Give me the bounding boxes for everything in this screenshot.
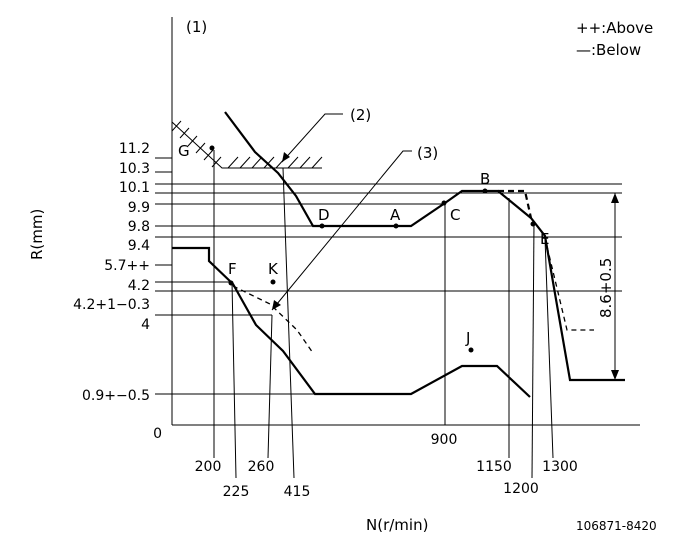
stopper-hatch: [171, 120, 323, 169]
x-label-1300: 1300: [542, 459, 578, 475]
legend-below: —:Below: [576, 41, 641, 59]
lower-dashed-curve: [232, 285, 314, 354]
vertical-reference-lines: [213, 150, 554, 479]
y-label-4-2-tolerance: 4.2+1−0.3: [73, 297, 150, 313]
y-label-10-3: 10.3: [119, 161, 150, 177]
y-label-5-7: 5.7++: [104, 258, 150, 274]
reference-number: 106871-8420: [576, 519, 657, 533]
x-axis-title: N(r/min): [366, 516, 428, 534]
point-label-b: B: [480, 170, 490, 188]
point-label-k: K: [268, 260, 279, 278]
marker-2: (2): [350, 106, 371, 124]
x-label-1200: 1200: [503, 481, 539, 497]
axes: [171, 17, 640, 426]
y-label-9-8: 9.8: [128, 219, 150, 235]
point-label-f: F: [228, 260, 237, 278]
marker-1: (1): [186, 18, 207, 36]
curves: [172, 111, 625, 398]
upper-dashed-curve: [498, 189, 533, 219]
legend-above: ++:Above: [576, 19, 653, 37]
y-label-9-9: 9.9: [128, 200, 150, 216]
y-label-9-4: 9.4: [128, 238, 150, 254]
marker-3: (3): [417, 144, 438, 162]
x-axis-labels: 200 225 260 415 900 1150 1200 1300: [195, 432, 578, 500]
point-label-j: J: [465, 329, 470, 347]
x-label-900: 900: [431, 432, 458, 448]
point-label-d: D: [318, 206, 330, 224]
y-label-4-2: 4.2: [128, 278, 150, 294]
y-label-11-2: 11.2: [119, 141, 150, 157]
point-label-e: E: [540, 230, 549, 248]
point-dots: [209, 145, 536, 353]
dimension-indicator: 8.6+0.5: [597, 193, 619, 380]
x-label-260: 260: [248, 459, 275, 475]
y-axis-labels: 11.2 10.3 10.1 9.9 9.8 9.4 5.7++ 4.2 4.2…: [73, 141, 162, 442]
x-label-415: 415: [284, 484, 311, 500]
y-label-4: 4: [141, 317, 150, 333]
right-dashed-curve: [544, 237, 594, 331]
x-label-225: 225: [223, 484, 250, 500]
y-label-10-1: 10.1: [119, 180, 150, 196]
point-label-a: A: [390, 206, 401, 224]
dimension-label: 8.6+0.5: [597, 258, 615, 318]
leader-lines: [271, 113, 412, 311]
y-axis-title: R(mm): [28, 209, 46, 260]
point-label-c: C: [450, 206, 460, 224]
lower-curve: [172, 246, 531, 398]
point-label-g: G: [178, 142, 190, 160]
origin-label: 0: [153, 426, 162, 442]
x-label-200: 200: [195, 459, 222, 475]
x-label-1150: 1150: [476, 459, 512, 475]
y-label-0-9: 0.9+−0.5: [82, 388, 150, 404]
